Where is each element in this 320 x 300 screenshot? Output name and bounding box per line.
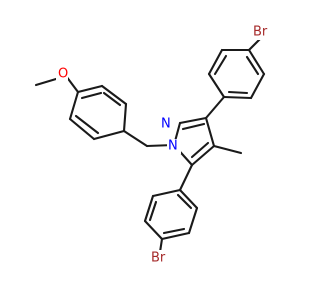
bond bbox=[68, 117, 96, 141]
bottom-bromophenyl-ring bbox=[143, 163, 199, 254]
bond bbox=[249, 72, 266, 100]
bond bbox=[160, 231, 191, 241]
bond bbox=[178, 163, 194, 192]
label-background bbox=[56, 67, 68, 83]
molecule-canvas: Br Br O N N bbox=[34, 24, 276, 266]
bond bbox=[68, 90, 80, 121]
bond bbox=[190, 141, 210, 159]
bond bbox=[80, 91, 103, 100]
bond bbox=[178, 188, 199, 210]
bond bbox=[247, 37, 262, 52]
bond bbox=[204, 116, 216, 148]
nitrogen-1-label: N bbox=[168, 139, 178, 154]
bond bbox=[227, 90, 249, 95]
bond bbox=[162, 227, 186, 235]
bond bbox=[204, 95, 226, 120]
bond bbox=[158, 237, 164, 254]
bond bbox=[148, 200, 158, 222]
bond bbox=[176, 193, 193, 210]
bond bbox=[76, 84, 104, 94]
bond bbox=[92, 129, 126, 141]
bond bbox=[74, 114, 100, 135]
label-background bbox=[160, 117, 174, 132]
bond bbox=[181, 122, 206, 131]
molecule-structure: Br Br O N N bbox=[34, 24, 276, 266]
pyrazole-ring bbox=[172, 95, 243, 167]
methoxybenzyl-group bbox=[34, 74, 176, 148]
bond bbox=[187, 206, 199, 235]
bond bbox=[213, 54, 228, 76]
label-background bbox=[252, 24, 276, 40]
bond bbox=[122, 129, 149, 148]
nitrogen-2-label: N bbox=[161, 117, 171, 132]
bond bbox=[207, 72, 226, 99]
bond bbox=[102, 91, 122, 107]
methyl-bond bbox=[212, 144, 243, 155]
bond bbox=[143, 194, 155, 223]
bond bbox=[247, 48, 266, 76]
bond bbox=[245, 55, 260, 76]
bromine-bottom-label: Br bbox=[151, 251, 166, 266]
label-background bbox=[150, 250, 174, 266]
atom-labels: Br Br O N N bbox=[56, 24, 276, 266]
bond bbox=[122, 102, 128, 133]
top-bromophenyl-ring bbox=[207, 37, 266, 100]
label-background bbox=[167, 139, 181, 154]
bond bbox=[178, 116, 208, 125]
bromine-top-label: Br bbox=[253, 25, 268, 40]
bond bbox=[207, 48, 224, 76]
methoxy-bond bbox=[34, 77, 58, 87]
bond bbox=[222, 95, 253, 100]
oxygen-label: O bbox=[58, 67, 68, 82]
bond bbox=[143, 219, 164, 241]
bond bbox=[190, 144, 216, 167]
bond bbox=[100, 84, 128, 106]
bond bbox=[151, 188, 182, 198]
